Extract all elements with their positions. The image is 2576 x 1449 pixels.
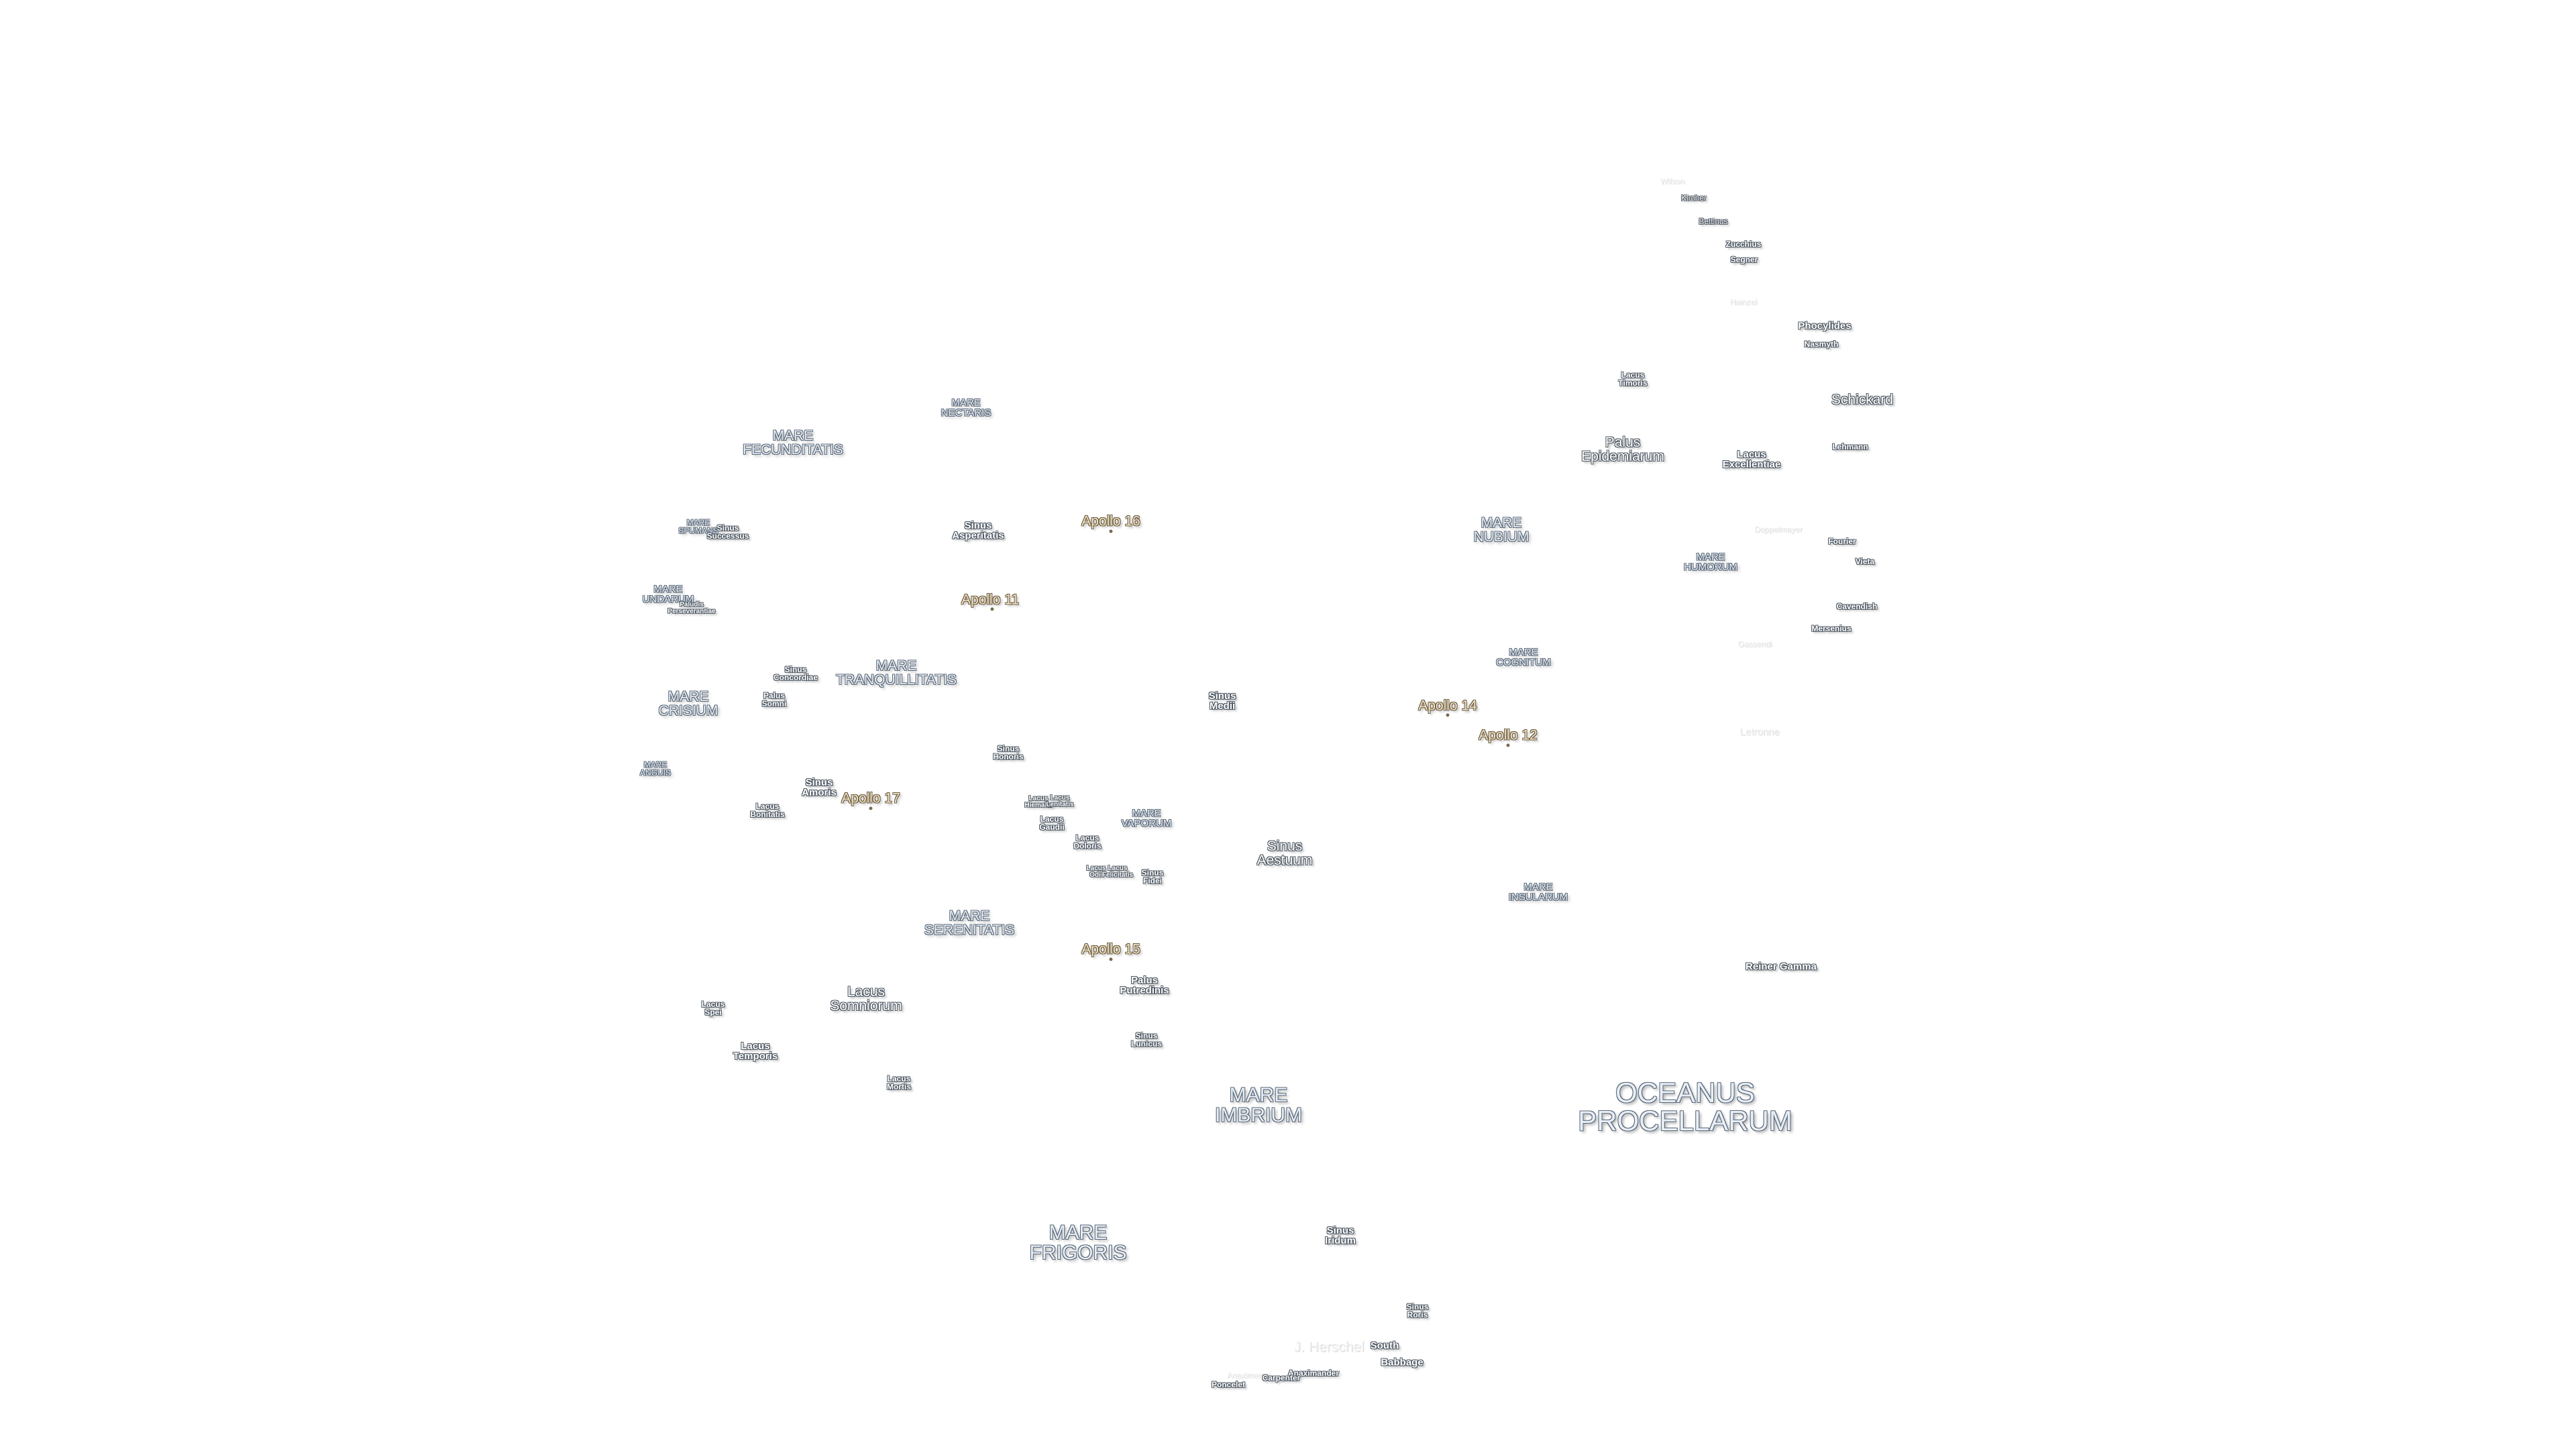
label-j-herschel[interactable]: J. Herschel bbox=[1293, 1339, 1364, 1355]
label-lacus-temporis[interactable]: Lacus Temporis bbox=[733, 1040, 778, 1062]
label-babbage[interactable]: Babbage bbox=[1381, 1356, 1424, 1368]
label-apollo-14[interactable]: Apollo 14 bbox=[1418, 698, 1477, 714]
label-schickard[interactable]: Schickard bbox=[1831, 392, 1894, 408]
label-lacus-spei[interactable]: Lacus Spei bbox=[701, 1000, 725, 1017]
label-phocylides[interactable]: Phocylides bbox=[1798, 320, 1851, 332]
label-lacus-doloris[interactable]: Lacus Doloris bbox=[1073, 833, 1102, 851]
label-segner[interactable]: Segner bbox=[1730, 255, 1758, 264]
label-gassendi[interactable]: Gassendi bbox=[1737, 639, 1772, 649]
landing-site-marker[interactable] bbox=[990, 607, 994, 611]
landing-site-marker[interactable] bbox=[1506, 743, 1510, 747]
label-mare-serenitatis[interactable]: MARE SERENITATIS bbox=[924, 908, 1015, 938]
label-apollo-15[interactable]: Apollo 15 bbox=[1081, 941, 1140, 957]
label-mersenius[interactable]: Mersenius bbox=[1811, 624, 1851, 633]
label-lacus-bonitatis[interactable]: Lacus Bonitatis bbox=[750, 802, 785, 819]
label-apollo-11[interactable]: Apollo 11 bbox=[961, 592, 1020, 608]
label-lacus-excellentiae[interactable]: Lacus Excellentiae bbox=[1722, 449, 1781, 470]
label-sinus-amoris[interactable]: Sinus Amoris bbox=[802, 777, 837, 798]
label-mare-frigoris[interactable]: MARE FRIGORIS bbox=[1029, 1222, 1127, 1264]
label-wilson[interactable]: Wilson bbox=[1660, 176, 1685, 186]
label-reiner-gamma[interactable]: Reiner Gamma bbox=[1746, 961, 1817, 973]
label-mare-nectaris[interactable]: MARE NECTARIS bbox=[941, 397, 991, 419]
landing-site-marker[interactable] bbox=[869, 806, 873, 810]
label-lacus-felicitatis[interactable]: Lacus Felicitatis bbox=[1102, 865, 1134, 879]
landing-site-marker[interactable] bbox=[1109, 529, 1113, 533]
label-doppelmayer[interactable]: Doppelmayer bbox=[1754, 525, 1803, 534]
label-lacus-lenitatis[interactable]: Lacus Lenitatis bbox=[1046, 794, 1074, 808]
label-palus-putredinis[interactable]: Palus Putredinis bbox=[1120, 975, 1169, 996]
label-mare-vaporum[interactable]: MARE VAPORUM bbox=[1121, 808, 1172, 829]
label-lacus-timoris[interactable]: Lacus Timoris bbox=[1618, 370, 1648, 388]
label-mare-cognitum[interactable]: MARE COGNITUM bbox=[1496, 647, 1551, 668]
label-carpenter[interactable]: Carpenter bbox=[1262, 1373, 1301, 1383]
label-poncelet[interactable]: Poncelet bbox=[1211, 1380, 1246, 1389]
label-mare-crisium[interactable]: MARE CRISIUM bbox=[658, 689, 718, 718]
label-letronne[interactable]: Letronne bbox=[1739, 726, 1780, 738]
label-sinus-successus[interactable]: Sinus Successus bbox=[706, 523, 749, 541]
label-mare-undarum[interactable]: MARE UNDARUM bbox=[642, 584, 694, 605]
label-cavendish[interactable]: Cavendish bbox=[1836, 602, 1878, 611]
label-mare-fecunditatis[interactable]: MARE FECUNDITATIS bbox=[743, 428, 843, 458]
label-apollo-12[interactable]: Apollo 12 bbox=[1479, 727, 1538, 743]
label-sinus-roris[interactable]: Sinus Roris bbox=[1406, 1302, 1429, 1320]
label-nasmyth[interactable]: Nasmyth bbox=[1804, 339, 1839, 349]
label-mare-anguis[interactable]: MARE ANGUIS bbox=[639, 760, 672, 777]
label-lacus-mortis[interactable]: Lacus Mortis bbox=[887, 1074, 911, 1091]
label-bettinus[interactable]: Bettinus bbox=[1699, 217, 1728, 226]
landing-site-marker[interactable] bbox=[1446, 713, 1450, 717]
label-sinus-fidei[interactable]: Sinus Fidei bbox=[1141, 868, 1164, 885]
label-anaximander[interactable]: Anaximander bbox=[1287, 1368, 1340, 1378]
label-sinus-medii[interactable]: Sinus Medii bbox=[1208, 690, 1236, 712]
label-palus-somni[interactable]: Palus Somni bbox=[761, 691, 787, 708]
label-south[interactable]: South bbox=[1370, 1340, 1399, 1352]
label-oceanus-procellarum[interactable]: OCEANUS PROCELLARUM bbox=[1578, 1077, 1792, 1136]
label-lehmann[interactable]: Lehmann bbox=[1832, 442, 1868, 451]
label-mare-spumans[interactable]: MARE SPUMANS bbox=[678, 518, 718, 535]
label-sinus-asperitatis[interactable]: Sinus Asperitatis bbox=[952, 520, 1004, 541]
label-vieta[interactable]: Vieta bbox=[1855, 557, 1875, 566]
landing-site-marker[interactable] bbox=[1109, 957, 1113, 961]
label-mare-humorum[interactable]: MARE HUMORUM bbox=[1684, 551, 1737, 573]
label-mare-imbrium[interactable]: MARE IMBRIUM bbox=[1215, 1084, 1302, 1126]
label-lacus-hiemalis[interactable]: Lacus Hiemalis bbox=[1024, 795, 1053, 809]
label-mare-nubium[interactable]: MARE NUBIUM bbox=[1473, 515, 1529, 545]
label-apollo-17[interactable]: Apollo 17 bbox=[841, 790, 900, 806]
label-paludis-perseverantiae[interactable]: Paludis Perseverantiae bbox=[667, 601, 716, 615]
label-sinus-honoris[interactable]: Sinus Honoris bbox=[993, 744, 1024, 761]
label-fourier[interactable]: Fourier bbox=[1828, 537, 1856, 546]
label-sinus-concordiae[interactable]: Sinus Concordiae bbox=[773, 665, 818, 682]
label-lacus-odii[interactable]: Lacus Odii bbox=[1086, 865, 1106, 879]
label-lacus-somniorum[interactable]: Lacus Somniorum bbox=[830, 984, 902, 1014]
label-mare-insularum[interactable]: MARE INSULARUM bbox=[1508, 881, 1568, 903]
label-anaximenes[interactable]: Anaximenes bbox=[1226, 1371, 1272, 1380]
label-zucchius[interactable]: Zucchius bbox=[1725, 239, 1762, 249]
label-mare-tranquillitatis[interactable]: MARE TRANQUILLITATIS bbox=[835, 658, 957, 688]
label-sinus-aestuum[interactable]: Sinus Aestuum bbox=[1256, 839, 1313, 868]
label-kircher[interactable]: Kircher bbox=[1680, 193, 1707, 203]
label-hainzel[interactable]: Hainzel bbox=[1729, 297, 1758, 307]
label-sinus-lunicus[interactable]: Sinus Lunicus bbox=[1130, 1031, 1163, 1049]
label-lacus-gaudii[interactable]: Lacus Gaudii bbox=[1039, 814, 1065, 832]
label-apollo-16[interactable]: Apollo 16 bbox=[1081, 513, 1140, 529]
label-palus-epidemiarum[interactable]: Palus Epidemiarum bbox=[1581, 435, 1664, 464]
label-sinus-iridum[interactable]: Sinus Iridum bbox=[1325, 1225, 1356, 1246]
